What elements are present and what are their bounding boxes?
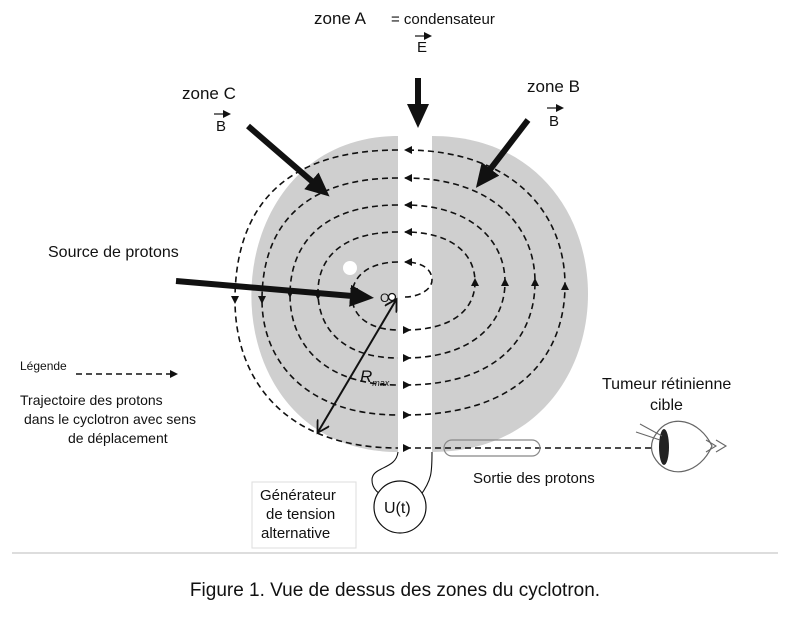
target-label-line-2: cible bbox=[650, 397, 683, 414]
generator-label-box bbox=[251, 481, 357, 549]
zone-c-arrow bbox=[246, 123, 330, 197]
proton-source-dot bbox=[343, 261, 357, 275]
target-label-line-1: Tumeur rétinienne bbox=[602, 376, 731, 393]
generator-line-3: alternative bbox=[261, 525, 330, 542]
zone-b-field-b: B bbox=[549, 113, 559, 130]
origin-label: O bbox=[380, 291, 389, 305]
legend-line-3: de déplacement bbox=[68, 430, 168, 446]
generator-line-1: Générateur bbox=[260, 487, 336, 504]
figure-caption: Figure 1. Vue de dessus des zones du cyc… bbox=[189, 580, 601, 601]
zone-a-field-e: E bbox=[417, 39, 427, 56]
generator-symbol-circle bbox=[373, 480, 427, 534]
rmax-arrow bbox=[318, 300, 396, 432]
zone-b-label: zone B bbox=[527, 77, 580, 96]
generator-wire-right bbox=[419, 451, 433, 497]
origin-point bbox=[387, 292, 397, 302]
zone-a-condensateur: = condensateur bbox=[391, 11, 495, 28]
rmax-label: Rmax bbox=[360, 367, 390, 388]
zone-b-arrow bbox=[475, 118, 531, 188]
rmax-subscript: max bbox=[372, 378, 390, 388]
zone-c-field-b: B bbox=[216, 118, 226, 135]
eye-target-icon bbox=[635, 420, 728, 473]
generator-line-2: de tension bbox=[266, 506, 335, 523]
zone-c-label: zone C bbox=[182, 84, 236, 103]
zone-a-label: zone A bbox=[314, 9, 367, 28]
legend-line-2: dans le cyclotron avec sens bbox=[24, 411, 196, 427]
rmax-main: R bbox=[360, 367, 372, 386]
source-arrow bbox=[175, 278, 374, 307]
source-label: Source de protons bbox=[48, 244, 179, 261]
exit-tube bbox=[443, 439, 541, 457]
legend-title: Légende bbox=[20, 359, 67, 373]
exit-label: Sortie des protons bbox=[473, 470, 595, 487]
legend-line-1: Trajectoire des protons bbox=[20, 392, 163, 408]
generator-symbol: U(t) bbox=[384, 500, 411, 517]
right-dee bbox=[432, 136, 588, 452]
